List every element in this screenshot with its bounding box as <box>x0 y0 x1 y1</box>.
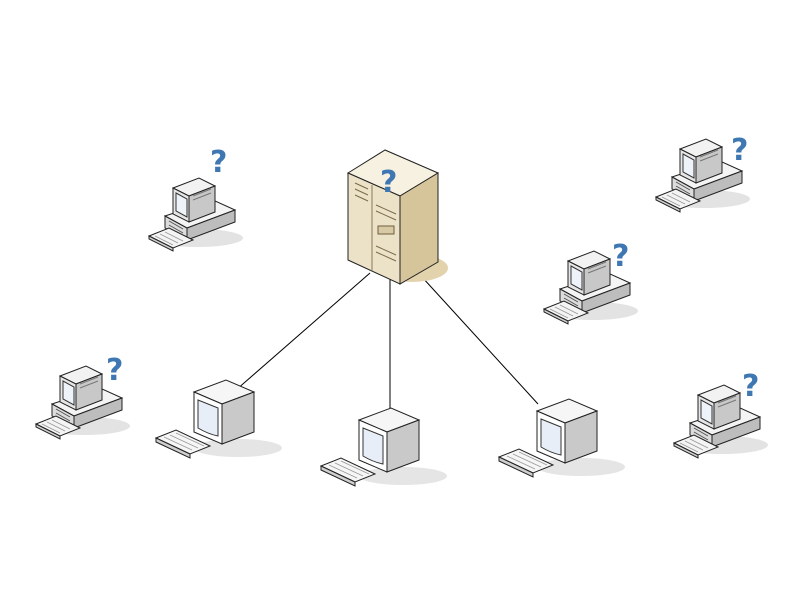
central-server: ? <box>346 149 448 285</box>
server-status-question-mark: ? <box>380 165 397 200</box>
desktop-pc-icon <box>148 177 244 252</box>
question-mark-icon: ? <box>731 133 748 168</box>
question-mark-icon: ? <box>210 145 227 180</box>
unknown-pc-mid-left: ? <box>35 353 131 440</box>
crt-terminal-icon <box>320 407 448 487</box>
unknown-pc-bottom-right: ? <box>673 369 769 459</box>
connection-lines <box>235 272 539 410</box>
crt-terminal-icon <box>498 398 626 478</box>
unknown-pc-top-left: ? <box>148 145 244 252</box>
question-mark-icon: ? <box>612 239 629 274</box>
question-mark-icon: ? <box>106 353 123 388</box>
terminal-right <box>498 398 626 478</box>
link-server-terminal-right <box>421 276 539 405</box>
link-server-terminal-left <box>235 272 371 391</box>
crt-terminal-icon <box>155 379 283 459</box>
question-mark-icon: ? <box>742 369 759 404</box>
unknown-pc-top-right: ? <box>655 133 751 213</box>
terminal-left <box>155 379 283 459</box>
terminal-center <box>320 407 448 487</box>
server-tower-icon <box>346 149 440 285</box>
unknown-pc-center-right: ? <box>543 239 639 325</box>
